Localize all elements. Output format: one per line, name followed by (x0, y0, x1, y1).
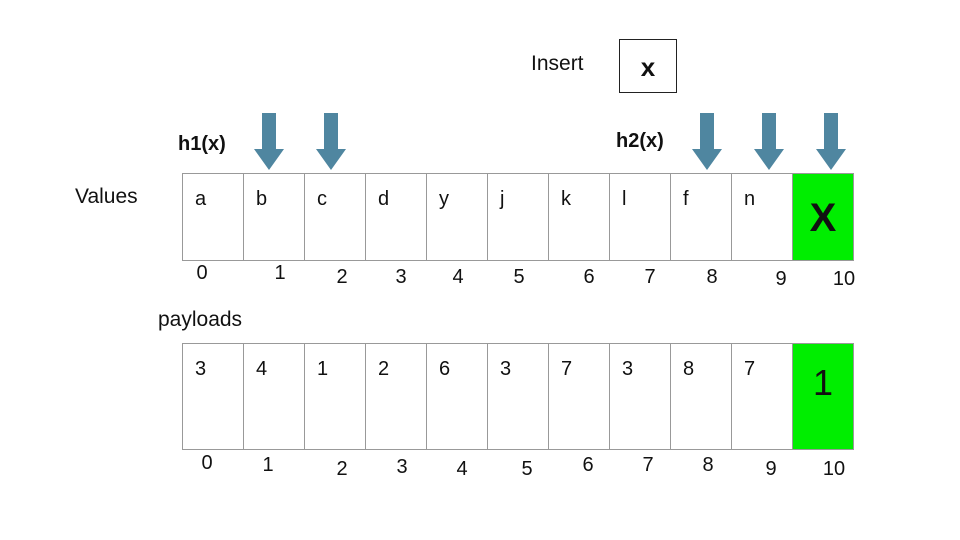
payloads-cell-text: 8 (683, 358, 695, 380)
values-cell-text: a (195, 188, 207, 210)
payloads-cell-10-inserted: 1 (792, 343, 854, 450)
payloads-cell-text: 7 (561, 358, 573, 380)
payloads-index-6: 6 (582, 454, 594, 476)
payloads-cell-text: 1 (317, 358, 329, 380)
payloads-index-5: 5 (521, 458, 533, 480)
values-index-3: 3 (395, 266, 407, 288)
insert-label: Insert (531, 52, 584, 75)
payloads-cell-8: 8 (670, 343, 732, 450)
values-cell-0: a (182, 173, 244, 261)
values-index-4: 4 (452, 266, 464, 288)
payloads-cell-text: 4 (256, 358, 268, 380)
values-cell-9: n (731, 173, 793, 261)
payloads-index-0: 0 (201, 452, 213, 474)
probe-arrow-9 (754, 113, 784, 170)
insert-value-box: x (619, 39, 677, 93)
payloads-cell-text: 1 (812, 362, 834, 403)
payloads-cell-text: 2 (378, 358, 390, 380)
h1-label: h1(x) (178, 133, 226, 155)
values-cell-text: l (622, 188, 627, 210)
payloads-cell-text: 7 (744, 358, 756, 380)
values-cell-3: d (365, 173, 427, 261)
payloads-index-7: 7 (642, 454, 654, 476)
values-index-6: 6 (583, 266, 595, 288)
payloads-cell-text: 3 (195, 358, 207, 380)
payloads-index-1: 1 (262, 454, 274, 476)
values-cell-6: k (548, 173, 610, 261)
payloads-label: payloads (158, 308, 243, 331)
payloads-index-8: 8 (702, 454, 714, 476)
probe-arrow-2 (316, 113, 346, 170)
values-cell-text: c (317, 188, 327, 210)
values-index-8: 8 (706, 266, 718, 288)
values-array: a b c d y j k l f n X (182, 173, 854, 261)
values-index-10: 10 (832, 268, 856, 290)
values-cell-text: k (561, 188, 571, 210)
values-index-9: 9 (775, 268, 787, 290)
values-cell-7: l (609, 173, 671, 261)
payloads-cell-0: 3 (182, 343, 244, 450)
payloads-cell-2: 1 (304, 343, 366, 450)
probe-arrow-8 (692, 113, 722, 170)
values-cell-10-inserted: X (792, 173, 854, 261)
payloads-cell-3: 2 (365, 343, 427, 450)
values-cell-8: f (670, 173, 732, 261)
payloads-cell-4: 6 (426, 343, 488, 450)
payloads-index-9: 9 (765, 458, 777, 480)
values-label: Values (75, 185, 138, 208)
values-cell-text: y (439, 188, 449, 210)
insert-value: x (640, 52, 656, 82)
values-cell-2: c (304, 173, 366, 261)
values-cell-5: j (487, 173, 549, 261)
values-index-0: 0 (196, 262, 208, 284)
payloads-cell-text: 3 (500, 358, 512, 380)
payloads-cell-7: 3 (609, 343, 671, 450)
probe-arrow-1 (254, 113, 284, 170)
values-index-2: 2 (336, 266, 348, 288)
values-cell-text: X (809, 196, 837, 240)
values-cell-text: n (744, 188, 756, 210)
payloads-cell-text: 6 (439, 358, 451, 380)
payloads-index-10: 10 (822, 458, 846, 480)
payloads-cell-1: 4 (243, 343, 305, 450)
values-cell-text: d (378, 188, 390, 210)
values-cell-text: b (256, 188, 268, 210)
values-cell-text: f (683, 188, 689, 210)
payloads-cell-6: 7 (548, 343, 610, 450)
probe-arrow-10 (816, 113, 846, 170)
payloads-cell-5: 3 (487, 343, 549, 450)
values-index-5: 5 (513, 266, 525, 288)
values-cell-4: y (426, 173, 488, 261)
values-index-7: 7 (644, 266, 656, 288)
values-cell-1: b (243, 173, 305, 261)
payloads-index-2: 2 (336, 458, 348, 480)
payloads-array: 3 4 1 2 6 3 7 3 8 7 1 (182, 343, 854, 450)
values-cell-text: j (500, 188, 505, 210)
payloads-cell-text: 3 (622, 358, 634, 380)
payloads-index-3: 3 (396, 456, 408, 478)
payloads-index-4: 4 (456, 458, 468, 480)
h2-label: h2(x) (616, 130, 664, 152)
payloads-cell-9: 7 (731, 343, 793, 450)
values-index-1: 1 (274, 262, 286, 284)
